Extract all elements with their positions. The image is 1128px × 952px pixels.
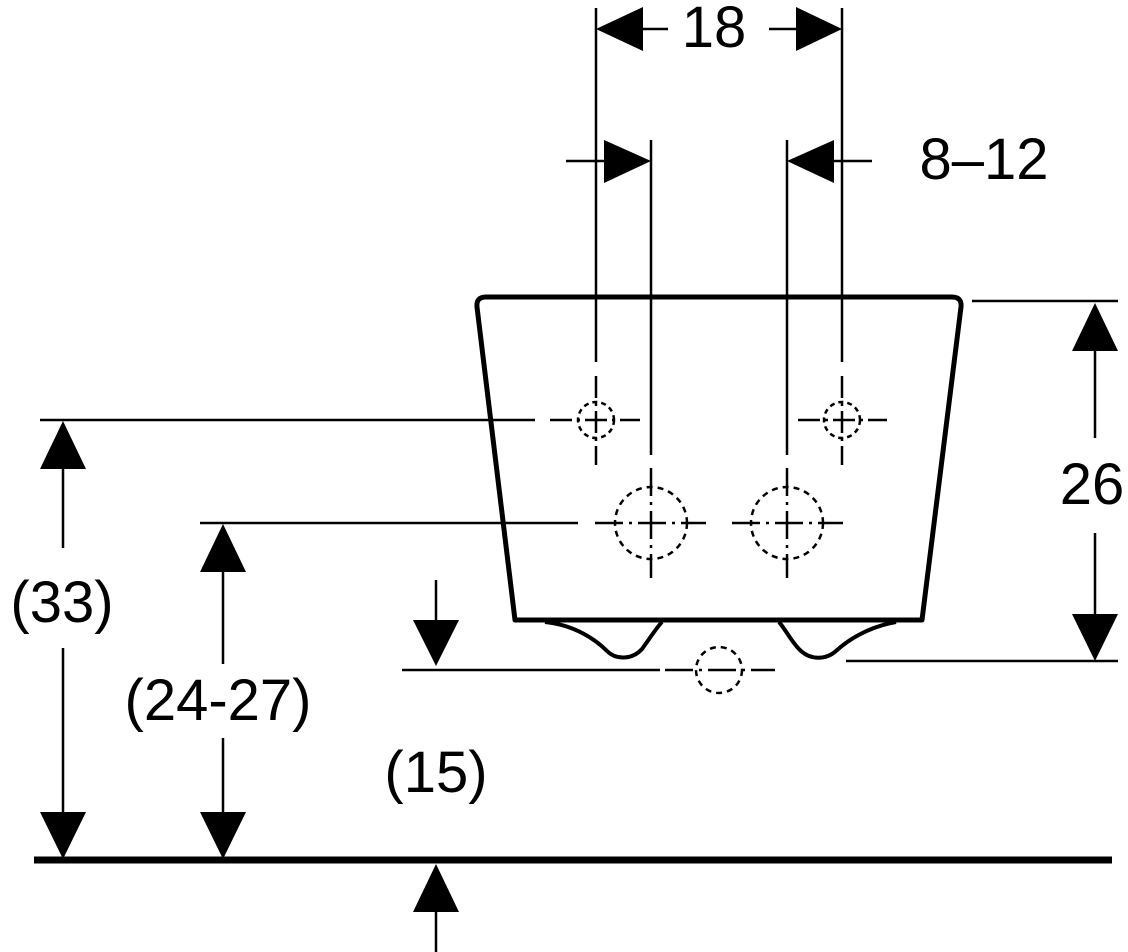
dimension-26: 26 <box>1060 303 1125 661</box>
label-15: (15) <box>384 740 487 805</box>
arrow-down-15 <box>413 620 459 666</box>
arrow-right-18 <box>796 7 842 51</box>
arrow-up-15 <box>413 864 459 912</box>
arrow-8-12-right <box>787 140 834 183</box>
vertical-extension-lines <box>594 8 844 455</box>
arrow-down-26 <box>1072 614 1118 661</box>
label-24-27: (24-27) <box>125 668 312 733</box>
small-hole-left <box>550 376 640 465</box>
arrow-down-24-27 <box>200 812 246 859</box>
fixture-foot-right <box>777 620 897 660</box>
dimension-15: (15) <box>384 580 488 952</box>
label-33: (33) <box>10 570 113 635</box>
small-hole-right <box>798 376 887 465</box>
label-26: 26 <box>1060 452 1125 517</box>
arrow-8-12-left <box>604 140 651 183</box>
dimension-33: (33) <box>10 421 114 859</box>
horizontal-extension-lines <box>40 299 1118 672</box>
arrow-up-24-27 <box>200 524 246 572</box>
fixture-foot-left <box>544 620 664 660</box>
label-8-12: 8–12 <box>919 127 1048 192</box>
dimension-8-12: 8–12 <box>566 127 1049 192</box>
dimension-18: 18 <box>596 0 842 60</box>
arrow-up-33 <box>40 421 86 469</box>
label-18: 18 <box>682 0 747 60</box>
large-hole-right <box>732 468 843 578</box>
arrow-left-18 <box>596 7 643 51</box>
arrow-up-26 <box>1072 303 1118 351</box>
fixture-outline <box>474 294 964 623</box>
dimension-24-27: (24-27) <box>125 524 312 859</box>
large-hole-left <box>595 468 706 578</box>
drain-hole <box>665 645 775 695</box>
arrow-down-33 <box>40 812 86 859</box>
